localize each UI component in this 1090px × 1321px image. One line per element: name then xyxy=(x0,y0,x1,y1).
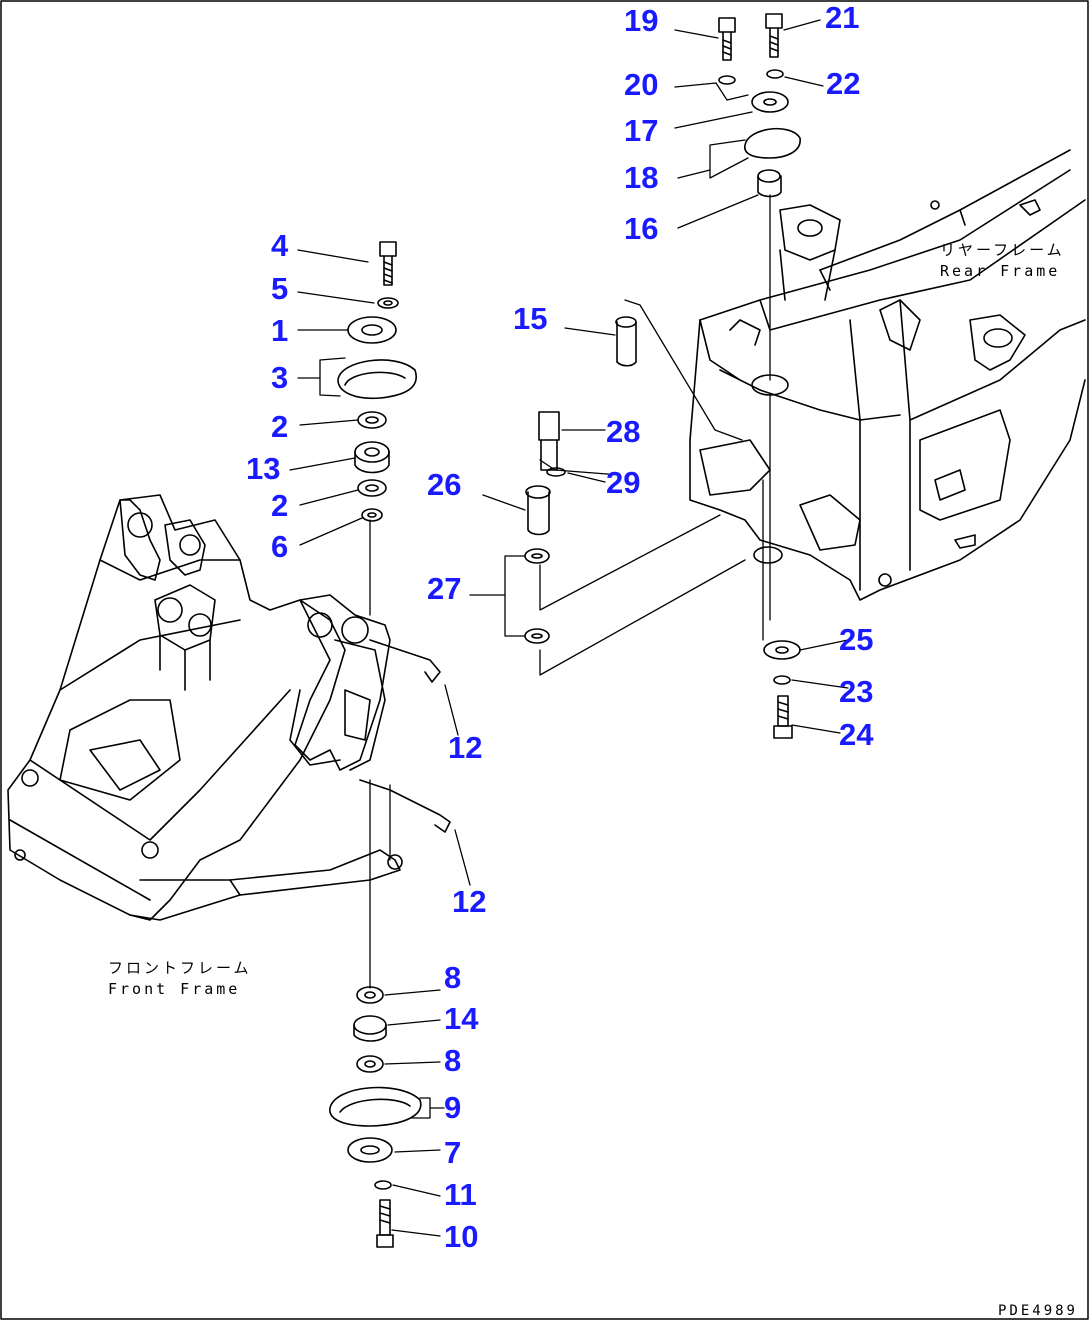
callout-22: 22 xyxy=(826,66,861,101)
callout-27: 27 xyxy=(427,571,462,606)
front-stack-lines xyxy=(369,519,471,989)
front-frame-drawing xyxy=(7,494,451,921)
callout-29: 29 xyxy=(606,465,641,500)
callout-17: 17 xyxy=(624,113,659,148)
callout-18: 18 xyxy=(624,160,659,195)
rear-frame-label-jp: リヤーフレーム xyxy=(940,241,1065,259)
callout-14: 14 xyxy=(444,1001,479,1036)
callout-25: 25 xyxy=(839,622,874,657)
rear-frame-label: リヤーフレーム Rear Frame xyxy=(940,240,1065,282)
callout-10: 10 xyxy=(444,1219,479,1254)
callout-26: 26 xyxy=(427,467,462,502)
callout-12: 12 xyxy=(452,884,487,919)
callout-13: 13 xyxy=(246,451,281,486)
callout-8: 8 xyxy=(444,960,462,995)
callout-23: 23 xyxy=(839,674,874,709)
rear-stack-lines xyxy=(539,194,771,676)
callout-7: 7 xyxy=(444,1135,462,1170)
rear-frame-drawing xyxy=(689,149,1086,601)
callout-3: 3 xyxy=(271,360,289,395)
front-lower-parts xyxy=(329,986,422,1248)
front-frame-label: フロントフレーム Front Frame xyxy=(108,958,252,1000)
callout-12: 12 xyxy=(448,730,483,765)
callout-2: 2 xyxy=(271,488,289,523)
front-frame-label-jp: フロントフレーム xyxy=(108,959,252,977)
callout-6: 6 xyxy=(271,529,289,564)
callout-9: 9 xyxy=(444,1090,462,1125)
callout-21: 21 xyxy=(825,0,860,35)
callout-8: 8 xyxy=(444,1043,462,1078)
rear-parts xyxy=(524,13,801,739)
callout-leaders xyxy=(289,19,849,1237)
callout-1: 1 xyxy=(271,313,289,348)
callout-4: 4 xyxy=(271,228,289,263)
callout-15: 15 xyxy=(513,301,548,336)
rear-frame-label-en: Rear Frame xyxy=(940,262,1061,280)
callout-16: 16 xyxy=(624,211,659,246)
callout-19: 19 xyxy=(624,3,659,38)
front-frame-label-en: Front Frame xyxy=(108,980,241,998)
callout-20: 20 xyxy=(624,67,659,102)
callout-24: 24 xyxy=(839,717,874,752)
front-upper-parts xyxy=(337,241,417,522)
callout-5: 5 xyxy=(271,271,289,306)
callout-2: 2 xyxy=(271,409,289,444)
drawing-code: PDE4989 xyxy=(997,1303,1078,1319)
callout-28: 28 xyxy=(606,414,641,449)
callout-11: 11 xyxy=(444,1177,477,1212)
